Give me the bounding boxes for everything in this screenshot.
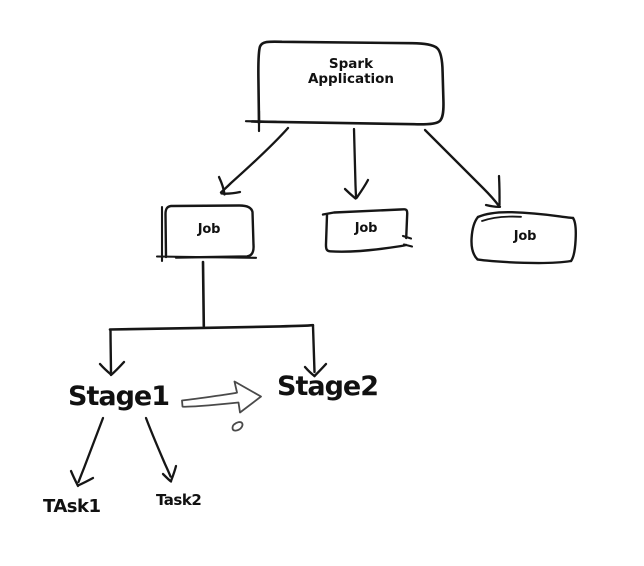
job-box-2-outline	[321, 208, 414, 253]
job-1-label: Job	[197, 222, 221, 237]
stage-split-bar	[108, 323, 315, 331]
arrow-bar-to-stage2	[303, 324, 328, 378]
connector-job1-to-bar	[201, 260, 206, 328]
application-label-line1: Spark	[328, 56, 374, 72]
stage-2-label: Stage2	[277, 371, 379, 402]
arrow-stage1-to-task1	[69, 416, 105, 488]
task-1-label: TAsk1	[43, 496, 101, 517]
job-3-label: Job	[513, 229, 537, 244]
arrow-app-to-job-1	[217, 126, 290, 196]
job-box-3-outline	[470, 210, 577, 265]
application-label: Spark Application	[259, 57, 443, 86]
job-box-1-outline	[155, 204, 258, 263]
arrow-app-to-job-3	[423, 128, 502, 208]
stage-1-label: Stage1	[68, 381, 170, 412]
task-2-label: Task2	[156, 491, 202, 509]
arrow-stage1-to-task2	[144, 416, 178, 483]
arrow-bar-to-stage1	[98, 329, 126, 377]
job-2-label: Job	[354, 221, 378, 236]
arrow-app-to-job-2	[343, 127, 370, 200]
application-box-outline	[244, 40, 445, 133]
application-label-line2: Application	[307, 70, 395, 87]
hollow-arrow-stage1-to-stage2	[181, 380, 262, 432]
